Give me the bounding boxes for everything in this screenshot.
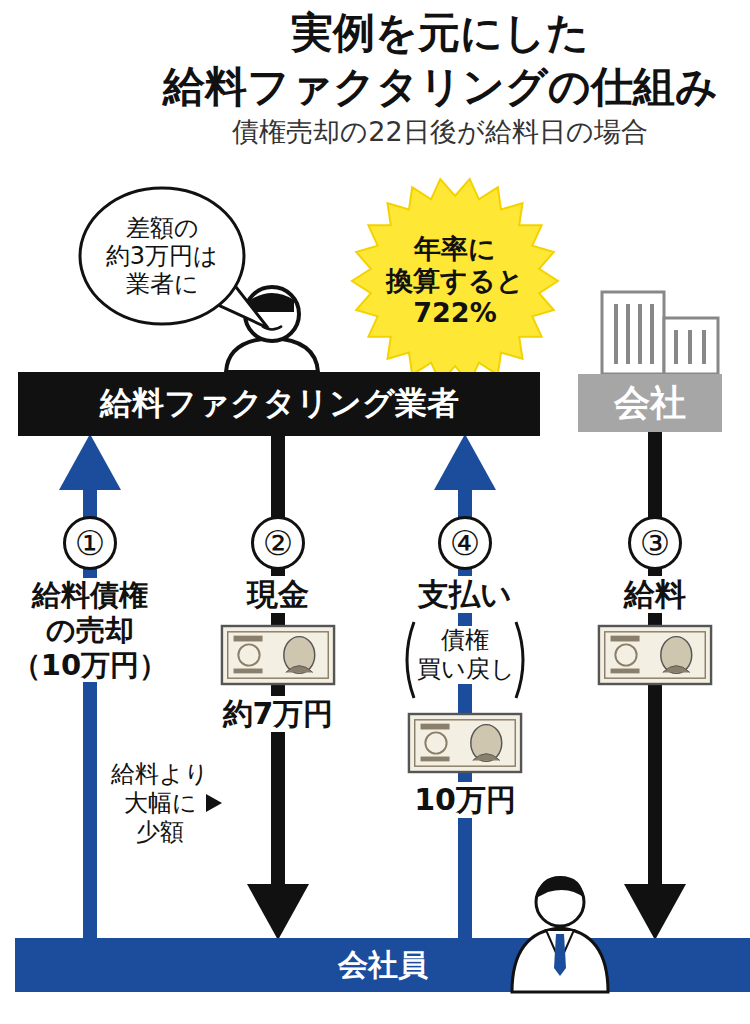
arrow-label: 給料 (600, 576, 710, 613)
callout-number: ③ (628, 516, 682, 570)
speech-bubble: 差額の 約3万円は 業者に (78, 186, 246, 326)
shape-part (250, 293, 294, 312)
node-text: 会社員 (338, 947, 428, 982)
arrowhead (624, 884, 686, 940)
arrowhead (59, 434, 121, 490)
banknote (599, 626, 711, 684)
node-text-group: 会社 (614, 382, 686, 424)
shape-part (554, 934, 566, 976)
bubble-joint (211, 281, 228, 298)
building-icon (602, 292, 718, 374)
banknote (222, 626, 334, 684)
arrowhead (434, 434, 496, 490)
businessman-figure (512, 876, 608, 992)
flow-arrow (434, 434, 496, 938)
callout-number: ① (63, 516, 117, 570)
flow-arrow (59, 434, 121, 938)
shape-part (276, 312, 288, 318)
note-label: 約7万円 (203, 696, 353, 732)
node-text: 差額の 約3万円は 業者に (93, 214, 231, 299)
company-band: 給料ファクタリング業者 (18, 372, 540, 436)
shape-part (536, 876, 584, 898)
node-text-group: 給料ファクタリング業者 (100, 385, 459, 423)
flow-arrow (247, 436, 309, 940)
arrow-label: 支払い (405, 576, 525, 613)
employee-band: 会社員 (15, 938, 750, 992)
title: 実例を元にした 給料ファクタリングの仕組み (130, 6, 750, 114)
shape-part (546, 930, 574, 962)
shape-part (616, 304, 652, 364)
note-label: 給料より 大幅に 少額 (110, 760, 210, 846)
shape-part (602, 292, 664, 374)
banknote (409, 714, 521, 772)
subtitle: 債権売却の22日後が給料日の場合 (140, 116, 740, 148)
arrowhead (247, 884, 309, 940)
node-text-group: 会社員 (338, 947, 428, 982)
node-text-group: 差額の 約3万円は 業者に (93, 214, 231, 299)
shape-part (536, 878, 584, 926)
note-label: 10万円 (400, 782, 530, 818)
pointer-triangle (206, 794, 222, 812)
shape-part (226, 338, 318, 372)
starburst-shape (352, 179, 558, 383)
starburst: 年率に 換算すると 722% (352, 178, 558, 384)
arrow-label: 現金 (223, 576, 333, 613)
shape-part (676, 330, 704, 364)
flow-arrow (624, 432, 686, 940)
callout-number: ② (251, 516, 305, 570)
node-text: 給料ファクタリング業者 (100, 385, 459, 423)
node-text: 会社 (614, 382, 686, 424)
arrow-label: 給料債権 の売却 （10万円） (10, 578, 170, 682)
callout-number: ④ (438, 516, 492, 570)
bubble-body (80, 188, 244, 324)
node-text: 年率に 換算すると 722% (367, 233, 543, 329)
note-label: 債権 買い戻し (417, 626, 513, 684)
bracket (516, 622, 523, 698)
node-text-group: 年率に 換算すると 722% (367, 233, 543, 329)
company-box: 会社 (578, 374, 722, 432)
bracket (407, 622, 414, 698)
shape-part (664, 318, 718, 374)
shape-part (512, 928, 608, 992)
